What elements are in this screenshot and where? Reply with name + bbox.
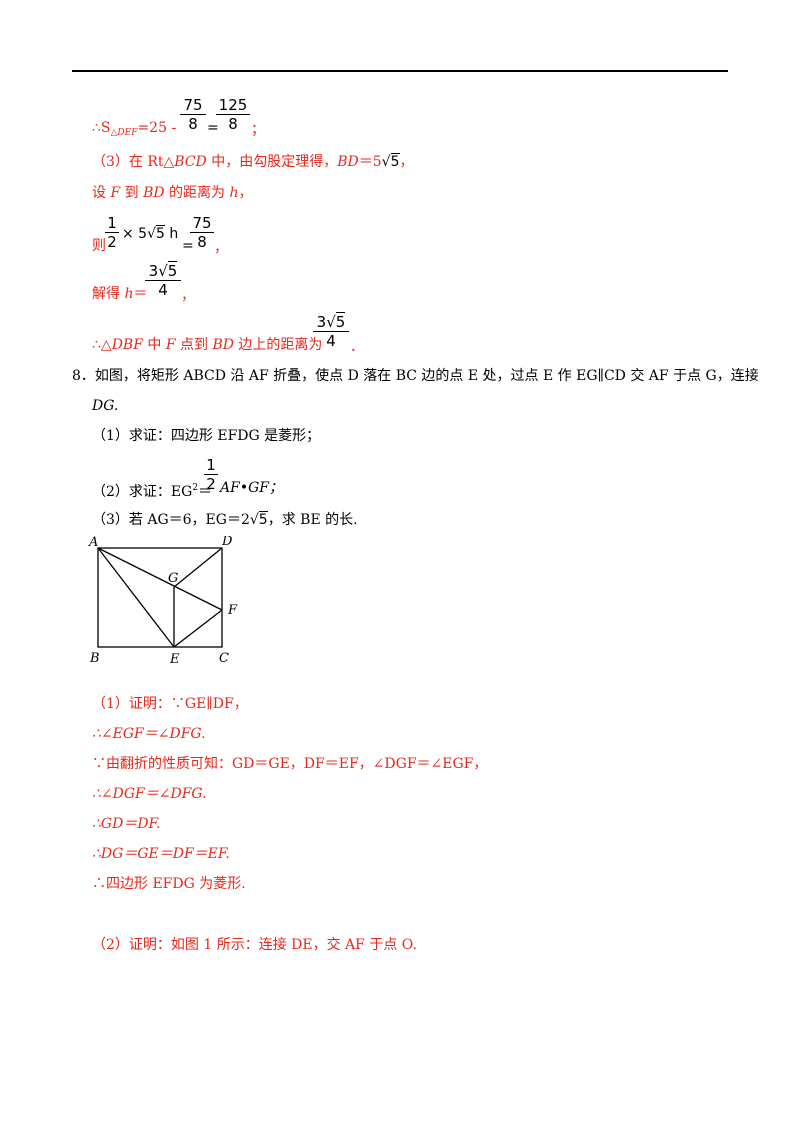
part3-line1: （3）在 Rt△BCD 中，由勾股定理得，BD＝5√5， bbox=[92, 153, 414, 170]
rectangle-fold-figure: A D G F B E C bbox=[88, 536, 238, 666]
proof2-line1: （2）证明：如图 1 所示：连接 DE，交 AF 于点 O. bbox=[92, 937, 417, 953]
label-f: F bbox=[227, 603, 238, 618]
then-comma: ， bbox=[214, 240, 228, 256]
then-expression: × 5√5 h bbox=[122, 225, 179, 242]
question-8-sub2: （2）求证：EG2＝ bbox=[92, 483, 213, 500]
segment-gd bbox=[173, 547, 223, 588]
part3-line2: 设 F 到 BD 的距离为 h， bbox=[92, 185, 253, 201]
label-b: B bbox=[89, 651, 100, 666]
conclusion-period: ． bbox=[350, 339, 364, 355]
proof1-line5: ∴GD＝DF. bbox=[92, 816, 161, 832]
question-8-sub2-rest: AF•GF； bbox=[220, 480, 283, 496]
proof1-line7: ∴四边形 EFDG 为菱形. bbox=[92, 876, 246, 892]
then-equals: = bbox=[182, 238, 194, 254]
question-8-sub3: （3）若 AG＝6，EG＝2√5，求 BE 的长. bbox=[92, 511, 358, 528]
label-d: D bbox=[221, 536, 233, 549]
proof1-line4: ∴∠DGF＝∠DFG. bbox=[92, 786, 207, 802]
header-rule bbox=[72, 70, 728, 72]
semicolon: ； bbox=[251, 122, 265, 138]
label-a: A bbox=[88, 536, 98, 550]
label-e: E bbox=[169, 652, 180, 666]
segment-af bbox=[97, 547, 223, 611]
segment-ae bbox=[97, 547, 175, 648]
label-c: C bbox=[219, 651, 229, 666]
equals-sign: = bbox=[207, 120, 219, 136]
proof1-line1: （1）证明：∵GE∥DF， bbox=[92, 696, 248, 712]
label-g: G bbox=[168, 571, 178, 586]
area-result-line: ∴S△DEF=25 - bbox=[92, 120, 177, 138]
solve-comma: ， bbox=[181, 288, 195, 304]
question-8-line2: DG. bbox=[92, 398, 119, 414]
proof1-line3: ∵由翻折的性质可知：GD＝GE，DF＝EF，∠DGF＝∠EGF， bbox=[92, 756, 488, 772]
segment-ef bbox=[173, 609, 223, 648]
proof1-line2: ∴∠EGF＝∠DFG. bbox=[92, 726, 206, 742]
rectangle-abcd bbox=[97, 547, 223, 648]
conclusion-line: ∴△DBF 中 F 点到 BD 边上的距离为 bbox=[92, 337, 323, 353]
then-label: 则 bbox=[92, 238, 106, 254]
question-8-line1: 8．如图，将矩形 ABCD 沿 AF 折叠，使点 D 落在 BC 边的点 E 处… bbox=[72, 368, 759, 384]
question-8-sub1: （1）求证：四边形 EFDG 是菱形； bbox=[92, 428, 321, 444]
solve-line: 解得 h＝ bbox=[92, 286, 148, 302]
proof1-line6: ∴DG＝GE＝DF＝EF. bbox=[92, 846, 230, 862]
